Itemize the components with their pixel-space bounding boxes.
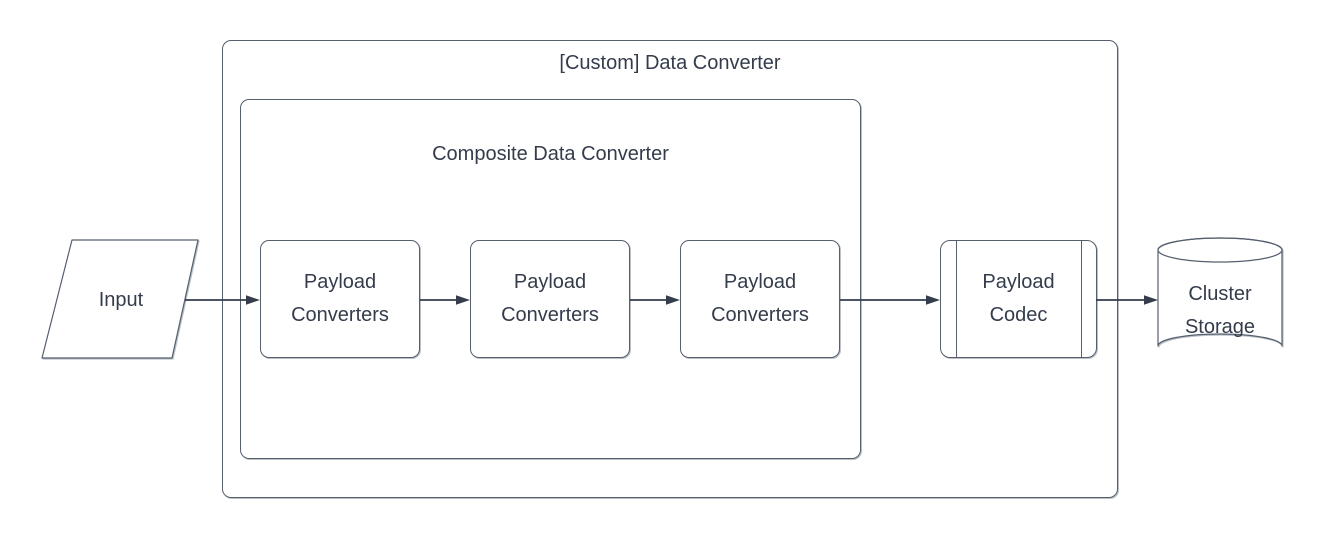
- arrowhead-icon: [1144, 295, 1158, 305]
- codec-right-stripe-line: [1081, 241, 1082, 357]
- custom-data-converter-title: [Custom] Data Converter: [559, 52, 781, 74]
- payload-converters-node-1: Payload Converters: [260, 240, 420, 358]
- cluster-storage-label: Cluster Storage: [1184, 283, 1256, 338]
- payload-converters-node-3: Payload Converters: [680, 240, 840, 358]
- payload-codec-label: Payload Codec: [982, 271, 1055, 326]
- cluster-storage-cylinder-top-rim: [1157, 237, 1283, 263]
- payload-converters-label-3: Payload Converters: [711, 271, 809, 326]
- input-label: Input: [98, 289, 144, 311]
- composite-data-converter-title: Composite Data Converter: [432, 143, 669, 165]
- payload-converters-node-2: Payload Converters: [470, 240, 630, 358]
- payload-converters-label-2: Payload Converters: [501, 271, 599, 326]
- codec-left-stripe-line: [956, 241, 957, 357]
- payload-converters-label-1: Payload Converters: [291, 271, 389, 326]
- payload-codec-node: Payload Codec: [940, 240, 1097, 358]
